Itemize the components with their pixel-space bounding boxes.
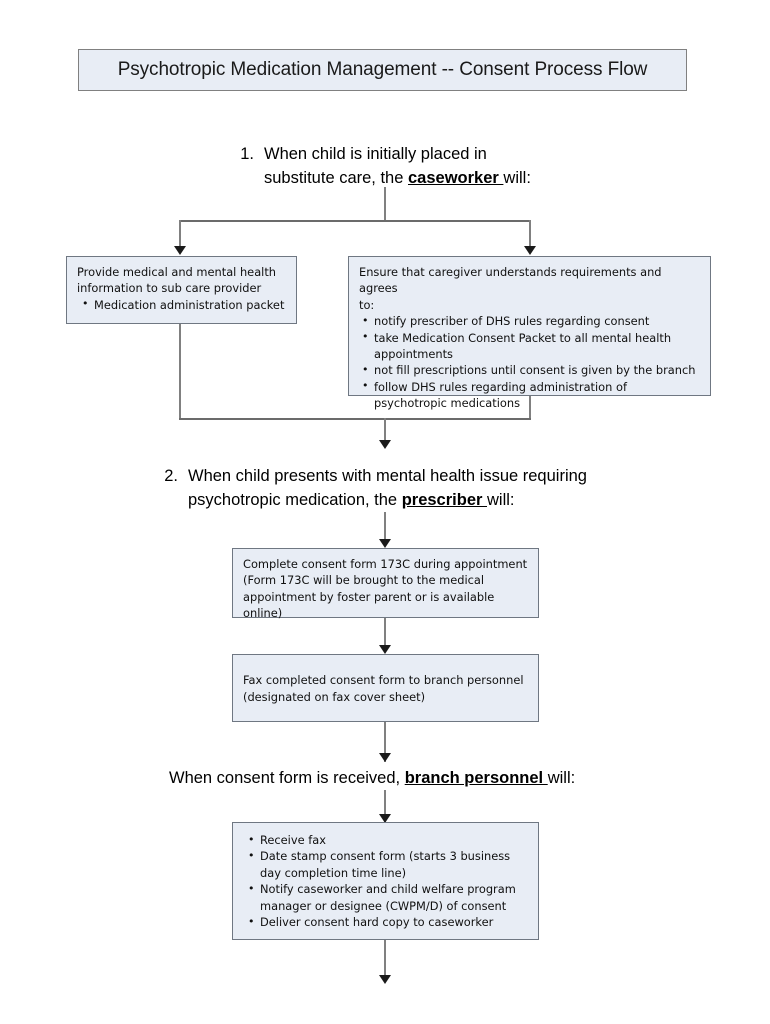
step-1-heading: 1. When child is initially placed in sub… (228, 142, 648, 190)
step-1-text: When child is initially placed in substi… (264, 142, 648, 190)
list-item: notify prescriber of DHS rules regarding… (359, 313, 700, 330)
step-2-line-2-prefix: psychotropic medication, the (188, 491, 402, 509)
connector-fax-to-step3 (384, 722, 386, 762)
connector-split-right-drop (529, 220, 531, 249)
list-item: Date stamp consent form (starts 3 busine… (243, 848, 528, 881)
step-2-heading: 2. When child presents with mental healt… (152, 464, 652, 512)
step-2-role-emphasis: prescriber (401, 491, 487, 509)
step-3-role-emphasis: branch personnel (404, 769, 548, 787)
connector-merge-left-drop (179, 324, 181, 420)
ensure-caregiver-bullet-list: notify prescriber of DHS rules regarding… (359, 313, 700, 411)
connector-split-bar (179, 220, 531, 222)
ensure-caregiver-line-2: to: (359, 297, 375, 312)
arrowhead-to-ensure-caregiver-box (524, 246, 536, 255)
arrowhead-continuation (379, 975, 391, 984)
ensure-caregiver-line-1: Ensure that caregiver understands requir… (359, 265, 662, 296)
consent-form-line-1: Complete consent form 173C during appoin… (243, 557, 528, 571)
connector-step3-to-branch-actions (384, 790, 386, 822)
box-branch-personnel-actions: Receive fax Date stamp consent form (sta… (232, 822, 539, 940)
consent-form-line-2: (Form 173C will be brought to the medica… (243, 573, 485, 588)
arrowhead-to-branch-actions-box (379, 814, 391, 823)
step-1-line-1: When child is initially placed in (264, 145, 487, 163)
provide-info-line-1: Provide medical and mental health (77, 265, 277, 279)
connector-step2-to-consent-form (384, 512, 386, 544)
page-title: Psychotropic Medication Management -- Co… (117, 59, 648, 80)
connector-merge-right-drop (529, 396, 531, 420)
arrowhead-to-consent-form-box (379, 539, 391, 548)
connector-merge-stem (384, 418, 386, 442)
step-2-number: 2. (164, 467, 178, 485)
step-3-suffix: will: (547, 769, 576, 787)
step-2-text: When child presents with mental health i… (188, 464, 652, 512)
list-item: take Medication Consent Packet to all me… (359, 329, 700, 363)
step-3-heading: When consent form is received, branch pe… (169, 766, 575, 790)
step-2-line-2-suffix: will: (487, 491, 515, 509)
step-1-role-emphasis: caseworker (408, 169, 504, 187)
connector-branch-actions-continuation (384, 940, 386, 982)
arrowhead-to-step-3 (379, 753, 391, 762)
arrowhead-to-step-2 (379, 440, 391, 449)
list-item: follow DHS rules regarding administratio… (359, 378, 700, 412)
fax-form-line-2: (designated on fax cover sheet) (243, 689, 426, 704)
step-1-line-2-suffix: will: (503, 169, 531, 187)
list-item: Notify caseworker and child welfare prog… (243, 881, 528, 914)
arrowhead-to-provide-info-box (174, 246, 186, 255)
box-fax-consent-form: Fax completed consent form to branch per… (232, 654, 539, 722)
provide-info-line-2: information to sub care provider (77, 281, 262, 296)
step-2-line-1: When child presents with mental health i… (188, 467, 587, 485)
step-1-number: 1. (240, 145, 254, 163)
box-provide-information: Provide medical and mental health inform… (66, 256, 297, 324)
list-item: Medication administration packet (77, 296, 286, 313)
connector-consent-form-to-fax (384, 618, 386, 650)
branch-actions-bullet-list: Receive fax Date stamp consent form (sta… (243, 831, 528, 931)
connector-merge-bar (179, 418, 531, 420)
provide-info-bullet-list: Medication administration packet (77, 296, 286, 313)
list-item: not fill prescriptions until consent is … (359, 362, 700, 379)
step-3-prefix: When consent form is received, (169, 769, 405, 787)
consent-form-line-3: appointment by foster parent or is avail… (243, 589, 495, 604)
list-item: Receive fax (243, 831, 528, 848)
document-title-banner: Psychotropic Medication Management -- Co… (78, 49, 687, 91)
arrowhead-to-fax-box (379, 645, 391, 654)
box-ensure-caregiver: Ensure that caregiver understands requir… (348, 256, 711, 410)
connector-split-left-drop (179, 220, 181, 249)
step-1-line-2-prefix: substitute care, the (264, 169, 408, 187)
connector-step1-stem (384, 187, 386, 221)
consent-form-line-4: online) (243, 606, 283, 621)
box-complete-consent-form: Complete consent form 173C during appoin… (232, 548, 539, 621)
fax-form-line-1: Fax completed consent form to branch per… (243, 673, 524, 688)
list-item: Deliver consent hard copy to caseworker (243, 914, 528, 931)
